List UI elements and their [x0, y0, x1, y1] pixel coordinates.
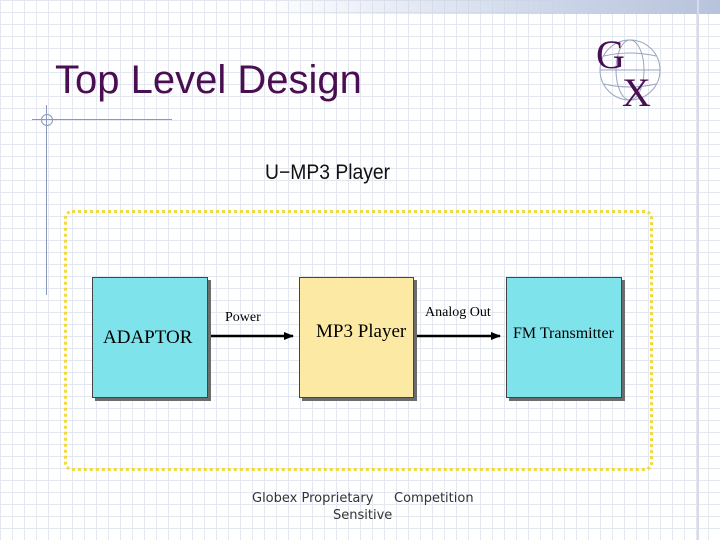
- diagram-title: U−MP3 Player: [265, 161, 391, 184]
- fm-transmitter-label: FM Transmitter: [513, 325, 614, 342]
- mp3-player-block: MP3 Player: [299, 277, 414, 398]
- mp3-player-label: MP3 Player: [316, 321, 407, 342]
- analog-out-connection-label: Analog Out: [425, 305, 491, 320]
- footer-proprietary: Globex Proprietary: [252, 491, 374, 506]
- footer-competition: Competition: [394, 491, 474, 506]
- slide-title: Top Level Design: [55, 58, 362, 102]
- globe-gx-logo-icon: G X: [596, 32, 661, 108]
- crosshair-ring-icon: [41, 114, 53, 126]
- adaptor-block: ADAPTOR: [92, 277, 208, 398]
- power-connection-label: Power: [225, 310, 261, 325]
- top-gradient-strip: [260, 0, 720, 14]
- crosshair-horizontal-line: [32, 119, 172, 120]
- logo-letter-x: X: [622, 70, 651, 108]
- adaptor-label: ADAPTOR: [103, 327, 193, 348]
- logo-letter-g: G: [596, 32, 625, 77]
- fm-transmitter-block: FM Transmitter: [506, 277, 622, 398]
- crosshair-vertical-line: [46, 105, 47, 295]
- right-edge-line: [697, 0, 699, 540]
- footer-sensitive: Sensitive: [333, 508, 393, 523]
- system-boundary-frame: [64, 210, 653, 471]
